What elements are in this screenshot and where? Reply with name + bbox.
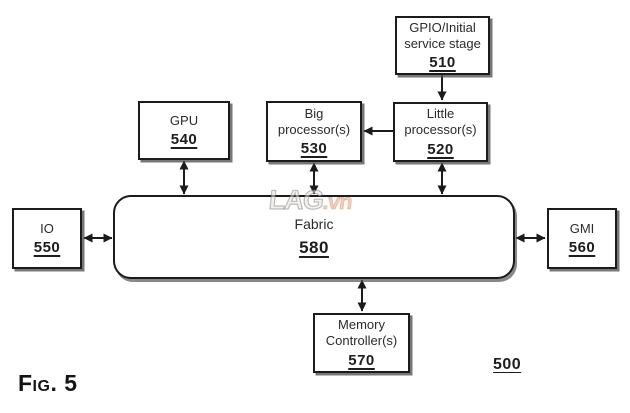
block-io-number: 550: [33, 239, 61, 257]
block-fabric-label: Fabric: [294, 215, 334, 232]
block-io-label: IO: [40, 220, 54, 236]
block-little-label-line2: processor(s): [404, 122, 477, 137]
block-little-label-line1: Little: [426, 106, 455, 122]
block-gmi-label: GMI: [569, 220, 595, 236]
block-gpio-label-line1: GPIO/Initial: [409, 19, 476, 35]
block-fabric: Fabric 580: [113, 195, 515, 279]
block-gpu-label: GPU: [169, 112, 199, 128]
block-little-number: 520: [427, 140, 454, 158]
block-gpio-number: 510: [429, 54, 456, 72]
block-little-processors: Little processor(s) 520: [393, 102, 488, 162]
block-big-label-line1: Big: [304, 105, 324, 121]
block-memory-number: 570: [348, 351, 375, 369]
block-gpio-initial-service-stage: GPIO/Initial service stage 510: [395, 16, 490, 75]
block-big-number: 530: [300, 140, 328, 158]
block-gpio-label-line2: service stage: [404, 35, 481, 51]
block-memory-label-line2: Controller(s): [325, 333, 398, 348]
block-gmi: GMI 560: [547, 208, 617, 269]
block-fabric-number: 580: [299, 238, 329, 258]
block-gpu-number: 540: [170, 131, 198, 149]
block-gpu: GPU 540: [138, 101, 230, 160]
figure-reference-number: 500: [493, 356, 522, 373]
figure-label: Fig. 5: [18, 370, 78, 396]
block-big-label-line2: processor(s): [277, 121, 351, 137]
block-memory-controllers: Memory Controller(s) 570: [313, 313, 410, 373]
block-memory-label-line1: Memory: [338, 317, 385, 333]
block-big-processors: Big processor(s) 530: [266, 101, 362, 162]
block-io: IO 550: [12, 208, 82, 269]
block-gmi-number: 560: [568, 239, 596, 257]
